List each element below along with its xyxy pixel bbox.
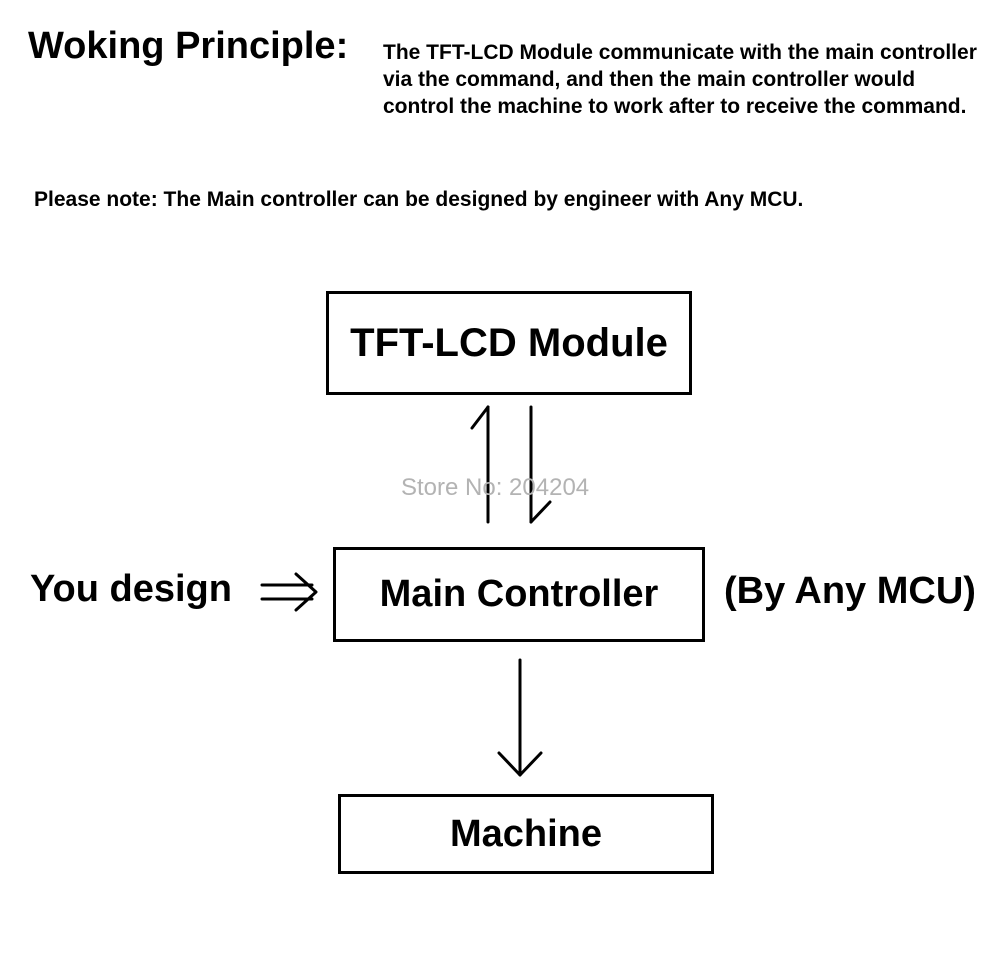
store-watermark: Store No: 204204 bbox=[401, 474, 590, 501]
down-arrow-icon bbox=[529, 405, 552, 524]
double-arrow-icon bbox=[260, 572, 318, 612]
main-controller-box: Main Controller bbox=[333, 547, 705, 642]
down-arrow-to-machine-icon bbox=[497, 658, 543, 777]
by-any-mcu-label: (By Any MCU) bbox=[724, 570, 976, 612]
note-text: Please note: The Main controller can be … bbox=[34, 188, 804, 211]
up-arrow-icon bbox=[470, 405, 490, 524]
intro-paragraph: The TFT-LCD Module communicate with the … bbox=[383, 41, 977, 118]
machine-box: Machine bbox=[338, 794, 714, 874]
tft-lcd-module-box: TFT-LCD Module bbox=[326, 291, 692, 395]
tft-lcd-module-label: TFT-LCD Module bbox=[350, 320, 668, 365]
main-controller-label: Main Controller bbox=[379, 573, 659, 615]
you-design-label: You design bbox=[30, 568, 232, 610]
page-title: Woking Principle: bbox=[28, 25, 349, 67]
machine-label: Machine bbox=[449, 812, 603, 855]
